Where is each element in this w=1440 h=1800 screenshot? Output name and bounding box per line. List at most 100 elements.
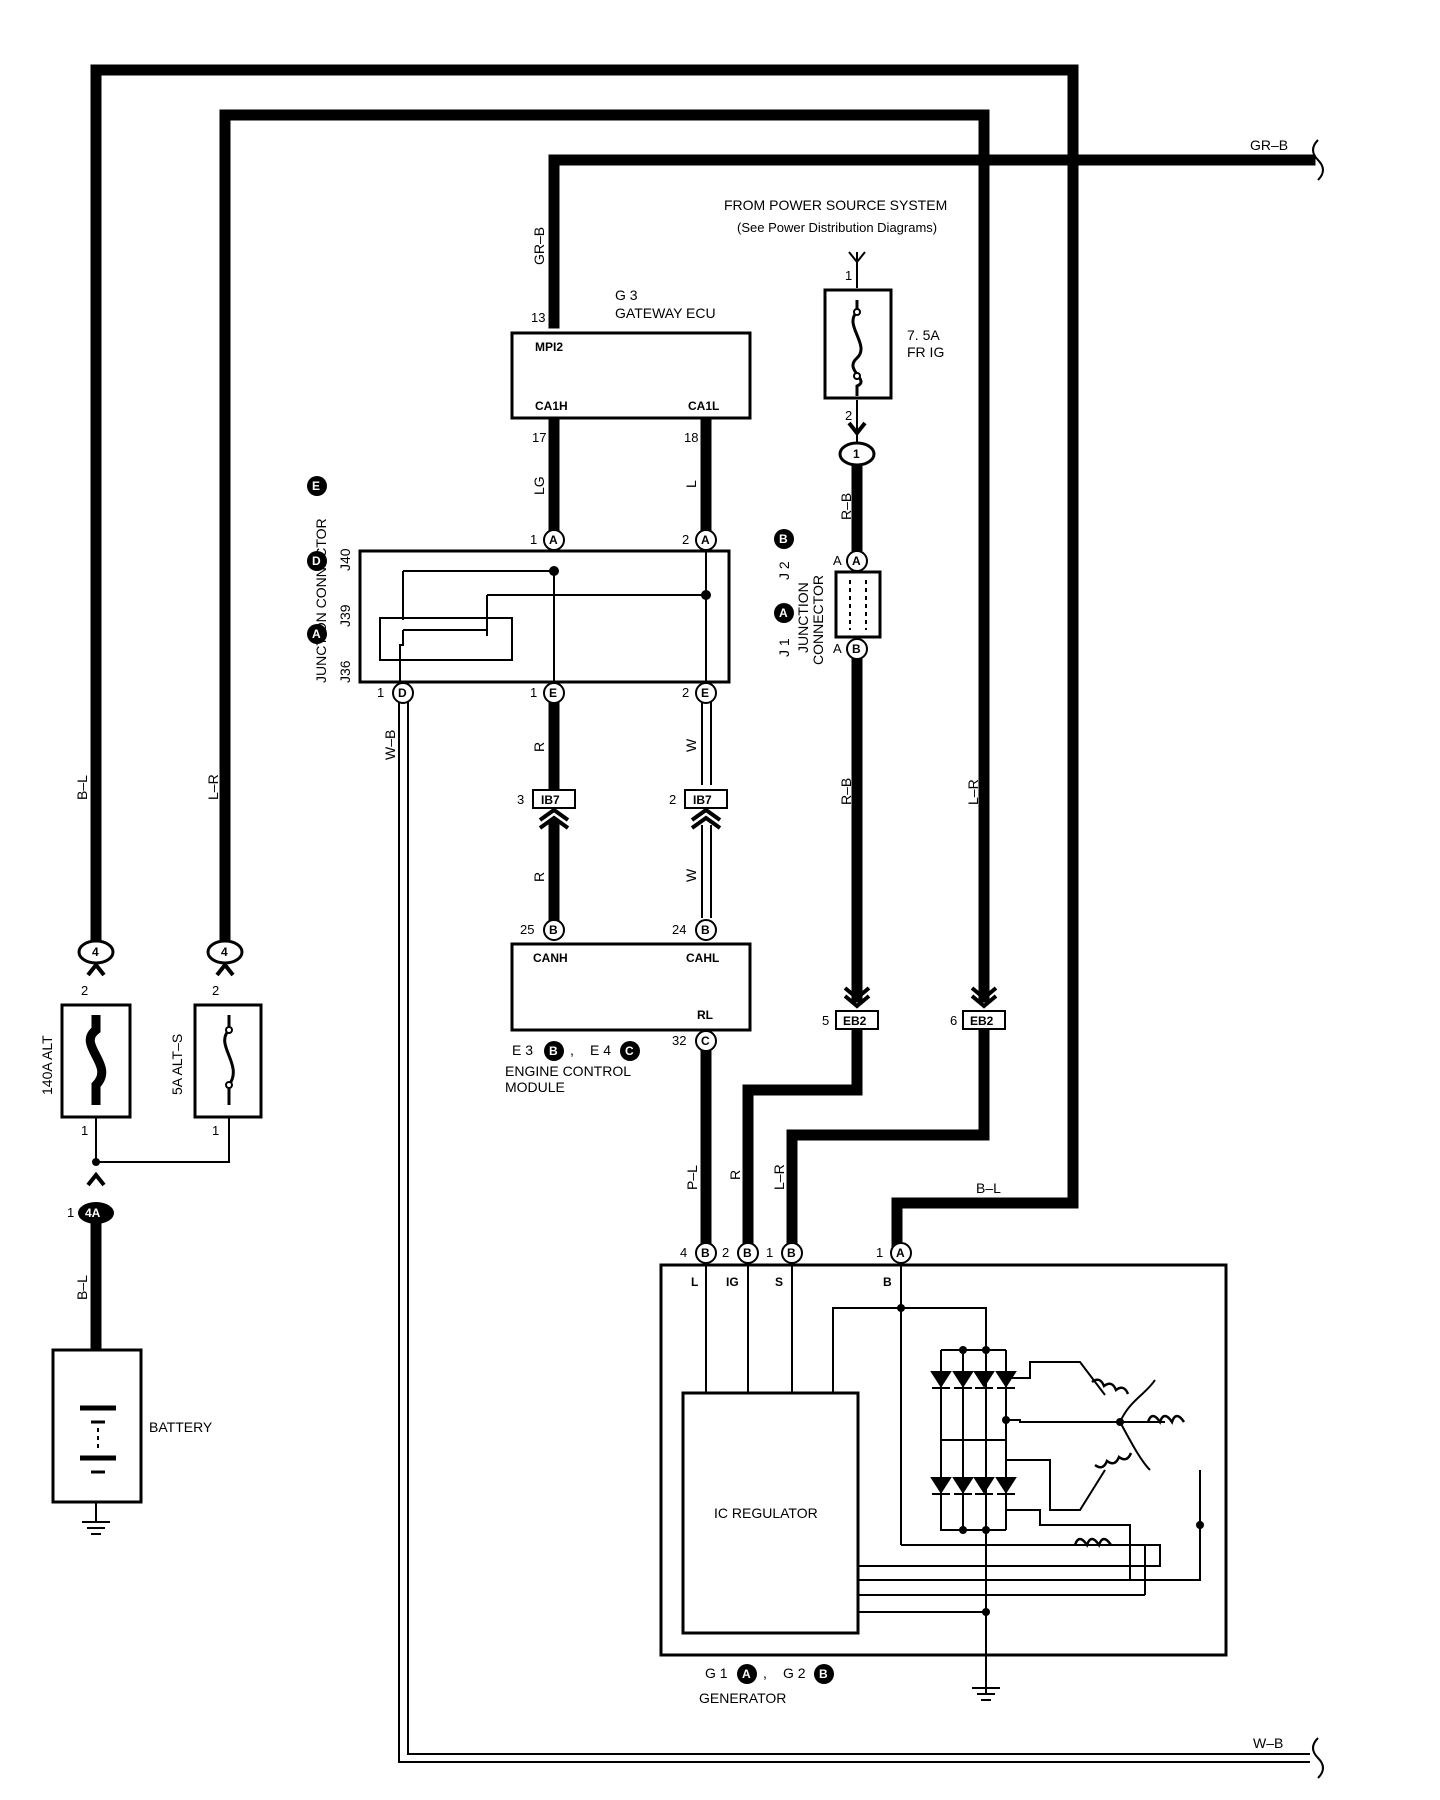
connector-c-32-label: C xyxy=(701,1034,710,1048)
badge-a-j1 xyxy=(774,603,794,623)
pin-25: 25 xyxy=(520,922,534,937)
connector-eb2-left-label: EB2 xyxy=(843,1014,867,1028)
fuse-5a-alt-s-label: 5A ALT–S xyxy=(169,1034,185,1095)
gateway-pin-mpi2: MPI2 xyxy=(535,340,563,354)
generator-name: GENERATOR xyxy=(699,1690,786,1706)
pin-1-gen-s: 1 xyxy=(766,1245,773,1260)
wire-l-r xyxy=(219,109,990,1003)
wire-gr-b xyxy=(548,154,1316,329)
gateway-ecu-box xyxy=(510,331,752,420)
fuse-140a-alt-label: 140A ALT xyxy=(39,1035,55,1095)
wire-w-lower xyxy=(701,825,712,918)
wire-label-w-lower: W xyxy=(683,868,699,882)
connector-4a xyxy=(78,1202,114,1224)
wire-label-b-l-left: B–L xyxy=(74,775,90,800)
junction-connector-left-label: J36 J39 J40 JUNCTION CONNECTOR xyxy=(313,518,353,683)
wire-label-r-upper: R xyxy=(531,742,547,752)
wire-label-r-ig: R xyxy=(727,1170,743,1180)
svg-text:J 2: J 2 xyxy=(776,561,792,580)
connector-b-gen-1-label: B xyxy=(787,1246,796,1260)
pin-2-ib7: 2 xyxy=(669,792,676,807)
ecm-name-1: ENGINE CONTROL xyxy=(505,1063,631,1079)
badge-d-j39 xyxy=(307,551,327,571)
connector-d-label: D xyxy=(398,686,407,700)
pin-17: 17 xyxy=(532,430,546,445)
connector-ib7-right-label: IB7 xyxy=(693,793,712,807)
connector-b-gen-4 xyxy=(695,1242,717,1264)
pin-2-fr-ig: 2 xyxy=(845,408,852,423)
jc-right-pin-a-bottom: A xyxy=(833,641,842,656)
ecm-pin-rl: RL xyxy=(697,1008,713,1022)
badge-c-e4-text: C xyxy=(625,1044,634,1058)
power-arrow xyxy=(848,251,866,264)
pin-1-d: 1 xyxy=(377,685,384,700)
ecm-name-2: MODULE xyxy=(505,1079,565,1095)
ic-regulator-box xyxy=(681,1391,860,1635)
ecm-pin-canh: CANH xyxy=(533,951,568,965)
connector-a-gen xyxy=(890,1242,912,1264)
pin-24: 24 xyxy=(672,922,686,937)
connector-b-24-label: B xyxy=(701,923,710,937)
gateway-pin-ca1l: CA1L xyxy=(688,399,719,413)
wire-w-upper xyxy=(701,702,712,785)
wire-label-w-upper: W xyxy=(683,738,699,752)
badge-a-j36 xyxy=(307,624,327,644)
connector-4-alt-label: 4 xyxy=(92,945,99,959)
ic-regulator-label: IC REGULATOR xyxy=(714,1505,818,1521)
connector-1-fr-ig-label: 1 xyxy=(853,447,860,461)
badge-b-e3 xyxy=(544,1041,564,1061)
wire-label-l: L xyxy=(683,480,699,488)
gateway-pin-ca1h: CA1H xyxy=(535,399,568,413)
connector-eb2-right xyxy=(962,1010,1006,1030)
svg-text:J 1: J 1 xyxy=(776,638,792,657)
connector-b-jc-right xyxy=(846,638,868,660)
connector-eb2-left xyxy=(835,1010,879,1030)
pin-18: 18 xyxy=(684,430,698,445)
wire-label-lg: LG xyxy=(531,476,547,495)
generator-g2: G 2 xyxy=(783,1665,806,1681)
wire-label-l-r-right: L–R xyxy=(965,779,981,805)
jc-right-pin-a-top: A xyxy=(833,553,842,568)
fr-ig-arrow xyxy=(847,421,867,437)
pin-1-gen-b: 1 xyxy=(876,1245,883,1260)
generator-pin-ig: IG xyxy=(726,1275,739,1289)
connector-b-24 xyxy=(695,919,717,941)
connector-e-2 xyxy=(695,682,717,704)
connector-ib7-left-label: IB7 xyxy=(541,793,560,807)
fuse-140a-alt-symbol xyxy=(85,1015,107,1105)
ib7-left-arrows xyxy=(538,807,570,830)
ecm-pin-cahl: CAHL xyxy=(686,951,719,965)
junction-connector-left-box xyxy=(358,549,731,684)
connector-e-1 xyxy=(543,682,565,704)
pin-1-e: 1 xyxy=(530,685,537,700)
wire-label-gr-b-vertical: GR–B xyxy=(531,227,547,265)
pin-1-alt-s: 1 xyxy=(212,1123,219,1138)
pin-2-e: 2 xyxy=(682,685,689,700)
badge-c-e4 xyxy=(620,1041,640,1061)
wire-end-gr-b xyxy=(1312,139,1324,181)
svg-text:J39: J39 xyxy=(337,604,353,627)
connector-b-gen-2-label: B xyxy=(743,1246,752,1260)
connector-b-gen-4-label: B xyxy=(701,1246,710,1260)
connector-a-2-label: A xyxy=(701,533,710,547)
badge-a-g1 xyxy=(737,1664,757,1684)
wire-label-r-lower: R xyxy=(531,872,547,882)
pin-1-a-left: 1 xyxy=(530,532,537,547)
badge-d-j39-text: D xyxy=(312,554,321,568)
connector-1-fr-ig xyxy=(838,441,876,467)
wire-label-b-l-battery: B–L xyxy=(74,1275,90,1300)
pin-13: 13 xyxy=(531,310,545,325)
connector-eb2-right-label: EB2 xyxy=(970,1014,994,1028)
wire-label-w-b-bottom: W–B xyxy=(1253,1735,1283,1751)
ecm-box xyxy=(510,942,752,1032)
connector-a-1-label: A xyxy=(549,533,558,547)
ib7-right-arrows xyxy=(690,807,722,830)
badge-b-g2 xyxy=(814,1664,834,1684)
pin-1-alt: 1 xyxy=(81,1123,88,1138)
svg-text:J36: J36 xyxy=(337,660,353,683)
junction-connector-right-box xyxy=(834,570,882,639)
battery-ground-icon xyxy=(82,1502,110,1535)
badge-b-g2-text: B xyxy=(819,1667,828,1681)
badge-e-j40 xyxy=(307,476,327,496)
